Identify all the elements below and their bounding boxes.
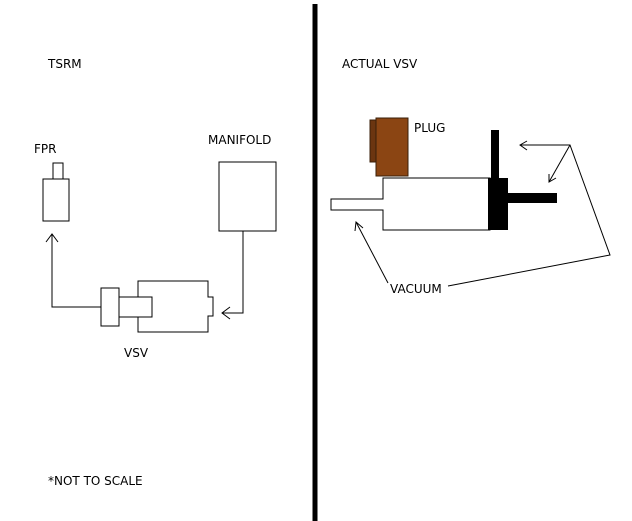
vsv-connector-pin-top <box>491 130 499 180</box>
actual-vsv-body <box>330 177 491 231</box>
vsv-neck <box>117 296 153 318</box>
not-to-scale-note: *NOT TO SCALE <box>48 474 143 488</box>
manifold-box <box>218 161 277 232</box>
fpr-body <box>42 178 70 222</box>
vacuum-label: VACUUM <box>390 282 442 296</box>
vsv-connector-plate <box>488 178 508 230</box>
manifold-to-vsv-hose <box>222 231 244 314</box>
vacuum-pointer-line <box>355 221 389 284</box>
fpr-arrowhead <box>45 233 59 243</box>
vsv-to-fpr-hose <box>51 234 101 308</box>
connector-pointer-branch <box>548 144 571 183</box>
connector-arrowhead-a <box>519 140 528 151</box>
fpr-cap <box>52 162 64 180</box>
manifold-label: MANIFOLD <box>208 133 271 147</box>
vsv-port <box>100 287 120 327</box>
vsv-label: VSV <box>124 346 149 360</box>
vsv-body <box>137 280 214 333</box>
plug-label: PLUG <box>414 121 445 135</box>
connector-pointer-line <box>447 144 611 287</box>
vsv-connector-pin-side <box>506 193 557 203</box>
right-panel-title: ACTUAL VSV <box>342 57 418 71</box>
vsv-arrowhead <box>221 306 231 320</box>
connector-arrowhead-b <box>548 174 557 183</box>
left-panel-title: TSRM <box>47 57 82 71</box>
fpr-label: FPR <box>34 142 56 156</box>
vacuum-arrowhead <box>354 221 364 232</box>
plug-body <box>375 117 409 177</box>
